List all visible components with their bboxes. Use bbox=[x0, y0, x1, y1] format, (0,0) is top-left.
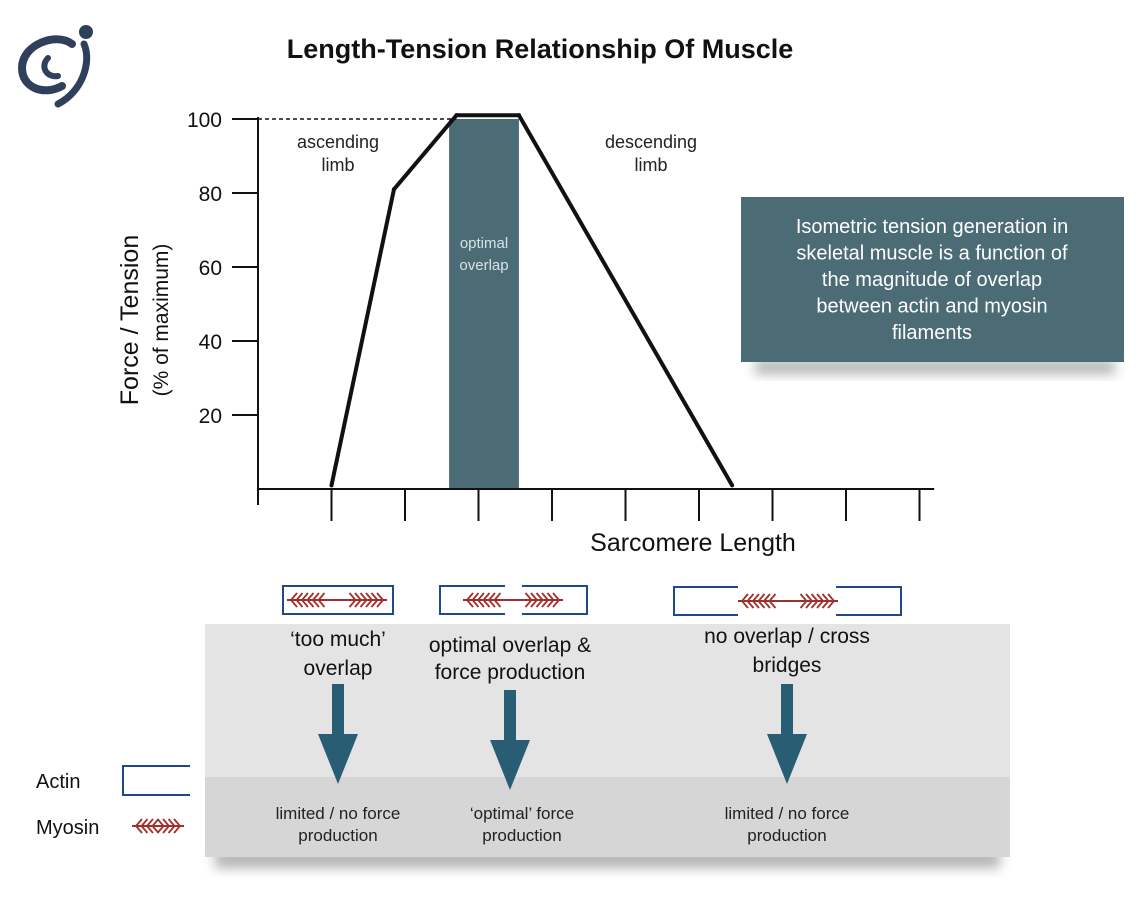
curve-segment bbox=[516, 113, 735, 488]
band-label-line1: optimal bbox=[460, 235, 508, 252]
chart-title: Length-Tension Relationship Of Muscle bbox=[287, 34, 794, 64]
curve-segment bbox=[391, 113, 459, 192]
myosin-filament bbox=[463, 592, 563, 608]
down-arrow-icon bbox=[490, 690, 530, 790]
scenario-label-line2: bridges bbox=[753, 654, 822, 677]
legend-myosin-swatch bbox=[132, 818, 184, 834]
info-box bbox=[741, 197, 1124, 362]
optimal-overlap-band bbox=[449, 119, 519, 489]
scenario-result-line2: production bbox=[482, 826, 561, 845]
myosin-filament bbox=[738, 593, 838, 609]
annotation-line1: ascending bbox=[297, 132, 379, 152]
scenario-result-line1: limited / no force bbox=[725, 804, 850, 823]
curve-point bbox=[391, 187, 396, 192]
curve-point bbox=[516, 113, 521, 118]
scenario-result-line2: production bbox=[747, 826, 826, 845]
info-box-text: Isometric tension generation in skeletal … bbox=[796, 216, 1068, 344]
y-tick-label: 60 bbox=[199, 257, 222, 280]
sarcomere-too-much-overlap bbox=[282, 585, 394, 615]
scenario-label-line2: force production bbox=[435, 661, 586, 684]
legend-myosin-label: Myosin bbox=[36, 817, 99, 839]
scenario-label-line1: no overlap / cross bbox=[704, 625, 870, 648]
series-layer bbox=[329, 113, 735, 488]
curve-point bbox=[454, 113, 459, 118]
curve-point bbox=[329, 483, 334, 488]
swirl-figure-logo bbox=[17, 25, 93, 108]
scenario-label-line2: overlap bbox=[304, 657, 373, 680]
info-box-line: between actin and myosin bbox=[816, 296, 1047, 318]
band-label-line2: overlap bbox=[459, 257, 508, 274]
annotation-line2: limb bbox=[321, 155, 354, 175]
legend-myosin-glyph bbox=[132, 818, 184, 834]
actin-filaments bbox=[282, 585, 394, 615]
scenarios: ‘too much’ overlap limited / no force produ… bbox=[276, 625, 870, 845]
info-box-shadow bbox=[755, 360, 1115, 374]
legend-actin-swatch bbox=[122, 765, 190, 796]
down-arrow-icon bbox=[318, 684, 358, 784]
legend-actin-label: Actin bbox=[36, 771, 80, 793]
myosin-filament bbox=[287, 592, 387, 608]
scenario-3: no overlap / cross bridges limited / no fo… bbox=[704, 625, 870, 845]
curve-segment bbox=[329, 187, 396, 488]
scenario-result-line1: ‘optimal’ force bbox=[470, 804, 574, 823]
sarcomere-no-overlap bbox=[673, 586, 902, 616]
curve-point bbox=[730, 483, 735, 488]
info-box-line: filaments bbox=[892, 322, 972, 344]
sarcomere-optimal-overlap bbox=[439, 585, 588, 615]
y-axis-label-group: Force / Tension (% of maximum) bbox=[116, 235, 173, 405]
info-box-line: Isometric tension generation in bbox=[796, 216, 1068, 238]
down-arrow-icon bbox=[767, 684, 807, 784]
scenario-2: optimal overlap & force production ‘optima… bbox=[429, 634, 591, 845]
scenario-result-line2: production bbox=[298, 826, 377, 845]
scenario-label-line1: ‘too much’ bbox=[290, 628, 386, 651]
y-tick-label: 20 bbox=[199, 405, 222, 428]
y-tick-label: 40 bbox=[199, 331, 222, 354]
scenario-label-line1: optimal overlap & bbox=[429, 634, 591, 657]
y-tick-label: 100 bbox=[187, 109, 222, 132]
info-box-line: the magnitude of overlap bbox=[822, 269, 1042, 291]
sarcomere-diagrams bbox=[282, 585, 902, 616]
actin-filaments bbox=[439, 585, 588, 615]
actin-filaments bbox=[673, 586, 902, 616]
scenario-panel-lower bbox=[205, 777, 1010, 857]
axes: 20 40 60 80 100 bbox=[187, 109, 935, 521]
x-axis-label: Sarcomere Length bbox=[590, 529, 796, 557]
y-axis-sublabel: (% of maximum) bbox=[150, 244, 173, 397]
y-axis-label: Force / Tension bbox=[116, 235, 144, 405]
annotation-line2: limb bbox=[634, 155, 667, 175]
annotations-layer: ascending limb descending limb bbox=[297, 132, 697, 175]
annotation-line1: descending bbox=[605, 132, 697, 152]
optimal-overlap-band-layer: optimal overlap bbox=[449, 119, 519, 489]
scenario-1: ‘too much’ overlap limited / no force produ… bbox=[276, 628, 401, 845]
info-box-line: skeletal muscle is a function of bbox=[796, 243, 1068, 265]
y-tick-label: 80 bbox=[199, 183, 222, 206]
scenario-result-line1: limited / no force bbox=[276, 804, 401, 823]
legend: Actin Myosin bbox=[36, 765, 190, 839]
